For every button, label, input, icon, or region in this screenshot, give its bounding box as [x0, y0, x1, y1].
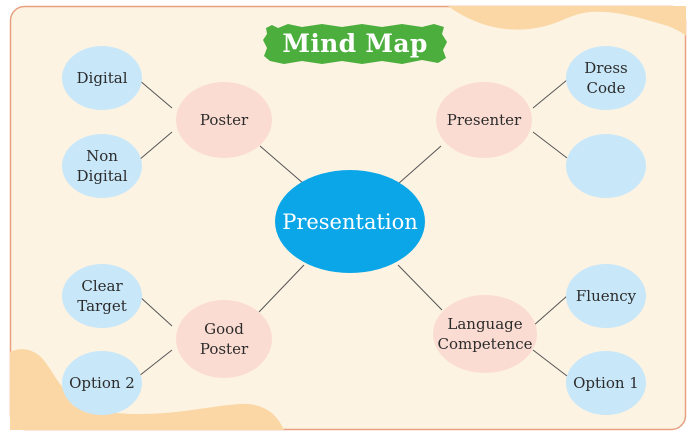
- leaf-node-option-1: Option 1: [566, 351, 646, 415]
- leaf-label-clear-target: Clear Target: [77, 277, 127, 315]
- leaf-label-dress-code: Dress Code: [584, 59, 628, 97]
- leaf-node-non-digital: Non Digital: [62, 134, 142, 198]
- leaf-node-option-2: Option 2: [62, 351, 142, 415]
- leaf-label-non-digital: Non Digital: [76, 147, 128, 185]
- title-banner: [263, 24, 447, 64]
- center-node: Presentation: [275, 170, 425, 273]
- center-label: Presentation: [282, 209, 418, 234]
- branch-label-poster: Poster: [199, 111, 249, 129]
- leaf-node-digital: Digital: [62, 46, 142, 110]
- leaf-label-fluency: Fluency: [575, 287, 637, 305]
- leaf-node-presenter-blank: [566, 134, 646, 198]
- branch-label-good-poster: Good Poster: [199, 320, 249, 358]
- leaf-label-option-1: Option 1: [573, 374, 639, 392]
- leaf-label-option-2: Option 2: [69, 374, 135, 392]
- leaf-node-clear-target: Clear Target: [62, 264, 142, 328]
- diagram-title: Mind Map: [282, 29, 428, 58]
- branch-label-language-competence: Language Competence: [437, 315, 533, 353]
- branch-node-poster: Poster: [176, 82, 272, 158]
- branch-node-good-poster: Good Poster: [176, 300, 272, 378]
- leaf-node-dress-code: Dress Code: [566, 46, 646, 110]
- connector-lines: [138, 79, 568, 377]
- branch-node-language-competence: Language Competence: [433, 295, 537, 373]
- bottom-left-blob: [10, 349, 284, 430]
- branch-node-presenter: Presenter: [436, 82, 532, 158]
- leaf-label-digital: Digital: [76, 69, 128, 87]
- top-right-blob: [448, 6, 686, 36]
- leaf-node-fluency: Fluency: [566, 264, 646, 328]
- branch-label-presenter: Presenter: [446, 111, 522, 129]
